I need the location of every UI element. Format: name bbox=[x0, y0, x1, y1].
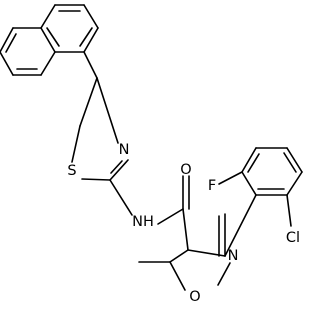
isoxazole-phenyl-bond bbox=[224, 194, 257, 257]
fluorine-atom-label: F bbox=[208, 178, 216, 194]
amide-group bbox=[157, 175, 190, 225]
amide-nh-label: NH bbox=[132, 214, 154, 230]
fluoro-bond bbox=[218, 171, 243, 185]
naphthalene-ring bbox=[0, 4, 99, 76]
sulfur-atom-label: S bbox=[67, 163, 76, 179]
chloro-bond bbox=[286, 194, 292, 227]
isoxazole-ring bbox=[169, 208, 231, 291]
thiazole-nitrogen-label: N bbox=[119, 142, 130, 158]
carbonyl-oxygen-label: O bbox=[180, 162, 191, 178]
isoxazole-nitrogen-label: N bbox=[228, 248, 239, 264]
thiazole-amide-bond bbox=[109, 179, 133, 216]
chlorofluorophenyl-ring bbox=[241, 147, 303, 196]
chlorine-atom-label: Cl bbox=[286, 230, 300, 246]
isoxazole-oxygen-label: O bbox=[189, 289, 200, 305]
naphthyl-thiazole-bond bbox=[83, 51, 98, 79]
thiazole-ring bbox=[71, 77, 129, 181]
